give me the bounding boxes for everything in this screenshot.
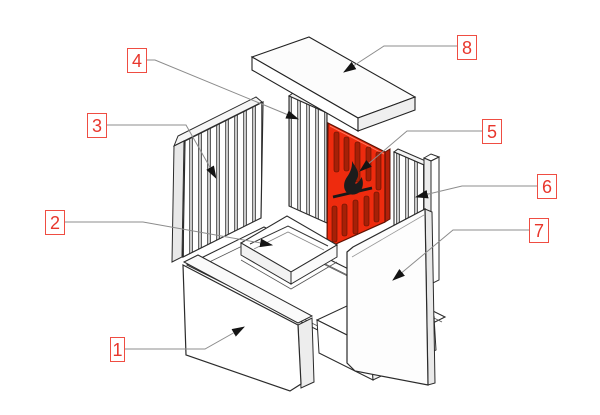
callout-7-leader: [392, 229, 529, 281]
callout-1: 1: [110, 337, 125, 362]
part-3-left-ribbed-panel: [171, 96, 264, 263]
callout-8-leader: [343, 45, 457, 73]
callout-4: 4: [127, 48, 147, 73]
callout-4-leader: [147, 59, 300, 120]
callout-2: 2: [45, 210, 65, 235]
callout-6: 6: [537, 174, 557, 199]
part-8-top-baffle-plate: [250, 36, 417, 132]
callout-8: 8: [457, 35, 477, 60]
flame-icon: [332, 161, 373, 199]
callout-5-leader: [359, 130, 482, 172]
callout-3-leader: [107, 124, 217, 179]
callout-2-leader: [65, 221, 274, 248]
part-5-highlighted-back-panel: [326, 122, 391, 249]
callout-5: 5: [482, 119, 502, 144]
part-4-back-left-ribbed-panel: [288, 92, 332, 224]
callout-7: 7: [529, 218, 549, 243]
callout-6-leader: [414, 185, 537, 199]
callout-1-leader: [125, 326, 245, 350]
part-7-right-side-slab: [346, 208, 436, 386]
part-2-wedge-stone: [239, 215, 339, 290]
callout-3: 3: [87, 113, 107, 138]
